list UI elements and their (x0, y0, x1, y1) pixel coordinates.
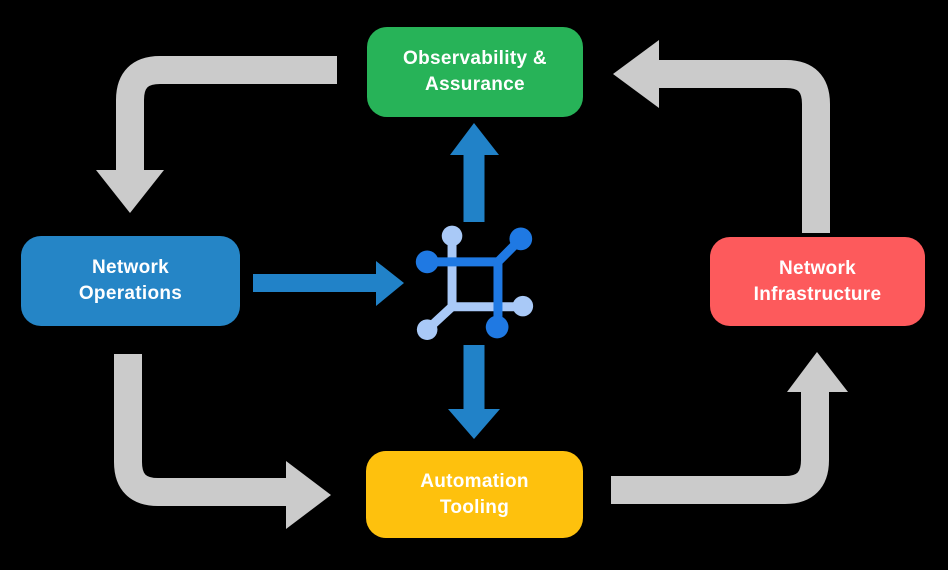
arrow-observability-to-operations (96, 56, 337, 213)
node-observability-assurance: Observability & Assurance (367, 27, 583, 117)
node-network-operations-label: Network Operations (78, 257, 183, 304)
node-network-infrastructure: Network Infrastructure (710, 237, 925, 326)
node-network-operations: Network Operations (21, 236, 240, 326)
arrow-center-to-observability (450, 123, 499, 222)
node-automation-tooling-label: Automation Tooling (420, 470, 529, 518)
arrow-operations-to-tooling (114, 354, 331, 529)
arrow-operations-to-center (253, 261, 404, 306)
network-mesh-icon-secondary-nodes (416, 225, 534, 340)
node-observability-assurance-label: Observability & Assurance (403, 48, 547, 95)
arrow-tooling-to-infrastructure (611, 352, 848, 504)
network-mesh-icon (415, 225, 534, 340)
node-network-infrastructure-label: Network Infrastructure (753, 257, 882, 305)
network-mesh-icon-primary-nodes (415, 227, 533, 339)
arrow-center-to-tooling (448, 345, 500, 439)
node-automation-tooling: Automation Tooling (366, 451, 583, 538)
arrow-infrastructure-to-observability (613, 40, 830, 233)
